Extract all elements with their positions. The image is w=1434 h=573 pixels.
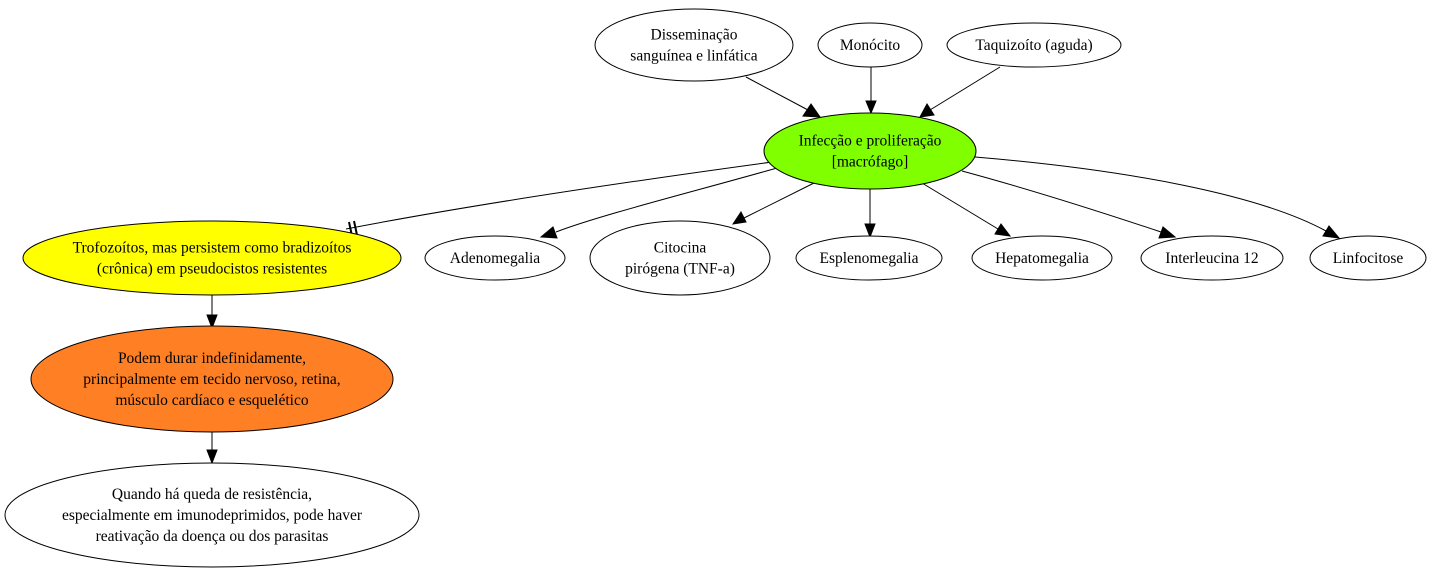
nodes-layer: Disseminação sanguínea e linfática Monócit… bbox=[4, 8, 1427, 568]
edge-infeccao-to-interleucina bbox=[961, 170, 1162, 233]
node-podem-durar-label-line: músculo cardíaco e esquelético bbox=[115, 392, 308, 409]
node-monocito-label-line: Monócito bbox=[840, 37, 901, 54]
node-quando-label-line: reativação da doença ou dos parasitas bbox=[96, 528, 329, 545]
edge-infeccao-to-esplenomegalia-arrowhead bbox=[864, 223, 876, 239]
node-trofozoitos: Trofozoítos, mas persistem como bradizoí… bbox=[22, 220, 402, 296]
node-monocito-shape bbox=[817, 22, 923, 68]
edge-infeccao-to-adenomegalia-arrowhead bbox=[539, 226, 558, 239]
node-citocina: Citocina pirógena (TNF-a) bbox=[589, 220, 771, 296]
edge-monocito-to-infeccao-arrowhead bbox=[865, 100, 877, 115]
node-linfocitose: Linfocitose bbox=[1309, 235, 1427, 281]
edge-infeccao-to-trofozoitos-tee-2 bbox=[353, 220, 358, 236]
edge-podem-to-quando-arrowhead bbox=[206, 449, 218, 465]
edge-taquizoito-to-infeccao bbox=[929, 66, 1001, 111]
node-disseminacao-label-line: sanguínea e linfática bbox=[630, 48, 758, 65]
node-hepatomegalia-shape bbox=[971, 235, 1113, 281]
node-citocina-shape bbox=[589, 220, 771, 296]
edge-disseminacao-to-infeccao bbox=[745, 76, 809, 111]
edge-infeccao-to-interleucina-arrowhead bbox=[1158, 226, 1177, 239]
node-trofozoitos-label-line: Trofozoítos, mas persistem como bradizoí… bbox=[73, 240, 352, 257]
node-citocina-label-line: Citocina bbox=[654, 240, 707, 257]
edges-layer bbox=[206, 66, 1341, 465]
node-trofozoitos-label-line: (crônica) em pseudocistos resistentes bbox=[97, 261, 327, 278]
node-infeccao-shape bbox=[763, 112, 977, 190]
node-interleucina-label-line: Interleucina 12 bbox=[1165, 250, 1258, 267]
edge-infeccao-to-adenomegalia bbox=[555, 167, 778, 233]
node-interleucina-shape bbox=[1140, 235, 1284, 281]
node-citocina-label-line: pirógena (TNF-a) bbox=[625, 261, 735, 278]
node-infeccao: Infecção e proliferação [macrófago] bbox=[763, 112, 977, 190]
node-disseminacao: Disseminação sanguínea e linfática bbox=[594, 8, 794, 82]
node-adenomegalia-label-line: Adenomegalia bbox=[450, 250, 541, 267]
edge-infeccao-to-linfocitose bbox=[974, 156, 1327, 232]
edge-infeccao-to-linfocitose-arrowhead bbox=[1322, 225, 1341, 239]
node-esplenomegalia: Esplenomegalia bbox=[795, 235, 943, 281]
edge-taquizoito-to-infeccao-arrowhead bbox=[919, 103, 935, 118]
node-quando-shape bbox=[4, 462, 420, 568]
edge-infeccao-to-hepatomegalia bbox=[921, 182, 999, 230]
edge-infeccao-to-citocina bbox=[743, 182, 815, 219]
node-hepatomegalia: Hepatomegalia bbox=[971, 235, 1113, 281]
node-trofozoitos-shape bbox=[22, 220, 402, 296]
node-podem-durar-label-line: principalmente em tecido nervoso, retina… bbox=[83, 371, 340, 388]
node-infeccao-label-line: [macrófago] bbox=[832, 154, 909, 171]
node-podem-durar: Podem durar indefinidamente, principalmen… bbox=[30, 325, 394, 433]
node-hepatomegalia-label-line: Hepatomegalia bbox=[995, 250, 1089, 267]
edge-disseminacao-to-infeccao-arrowhead bbox=[802, 103, 821, 118]
node-adenomegalia-shape bbox=[424, 235, 566, 281]
node-quando-label-line: especialmente em imunodeprimidos, pode h… bbox=[62, 507, 363, 524]
node-podem-durar-shape bbox=[30, 325, 394, 433]
node-taquizoito-shape bbox=[946, 22, 1122, 68]
node-disseminacao-shape bbox=[594, 8, 794, 82]
node-disseminacao-label-line: Disseminação bbox=[651, 27, 738, 44]
edge-infeccao-to-trofozoitos bbox=[345, 161, 773, 230]
node-monocito: Monócito bbox=[817, 22, 923, 68]
node-esplenomegalia-shape bbox=[795, 235, 943, 281]
edge-infeccao-to-citocina-arrowhead bbox=[731, 211, 747, 225]
edge-trofozoitos-to-podem-arrowhead bbox=[206, 314, 218, 330]
node-taquizoito: Taquizoíto (aguda) bbox=[946, 22, 1122, 68]
node-quando-label-line: Quando há queda de resistência, bbox=[112, 486, 312, 503]
node-quando: Quando há queda de resistência, especialm… bbox=[4, 462, 420, 568]
node-linfocitose-label-line: Linfocitose bbox=[1333, 250, 1404, 267]
node-adenomegalia: Adenomegalia bbox=[424, 235, 566, 281]
node-podem-durar-label-line: Podem durar indefinidamente, bbox=[118, 350, 306, 367]
edge-infeccao-to-hepatomegalia-arrowhead bbox=[994, 223, 1012, 237]
node-interleucina: Interleucina 12 bbox=[1140, 235, 1284, 281]
node-linfocitose-shape bbox=[1309, 235, 1427, 281]
node-esplenomegalia-label-line: Esplenomegalia bbox=[820, 250, 919, 267]
node-infeccao-label-line: Infecção e proliferação bbox=[799, 133, 942, 150]
node-taquizoito-label-line: Taquizoíto (aguda) bbox=[975, 37, 1092, 54]
